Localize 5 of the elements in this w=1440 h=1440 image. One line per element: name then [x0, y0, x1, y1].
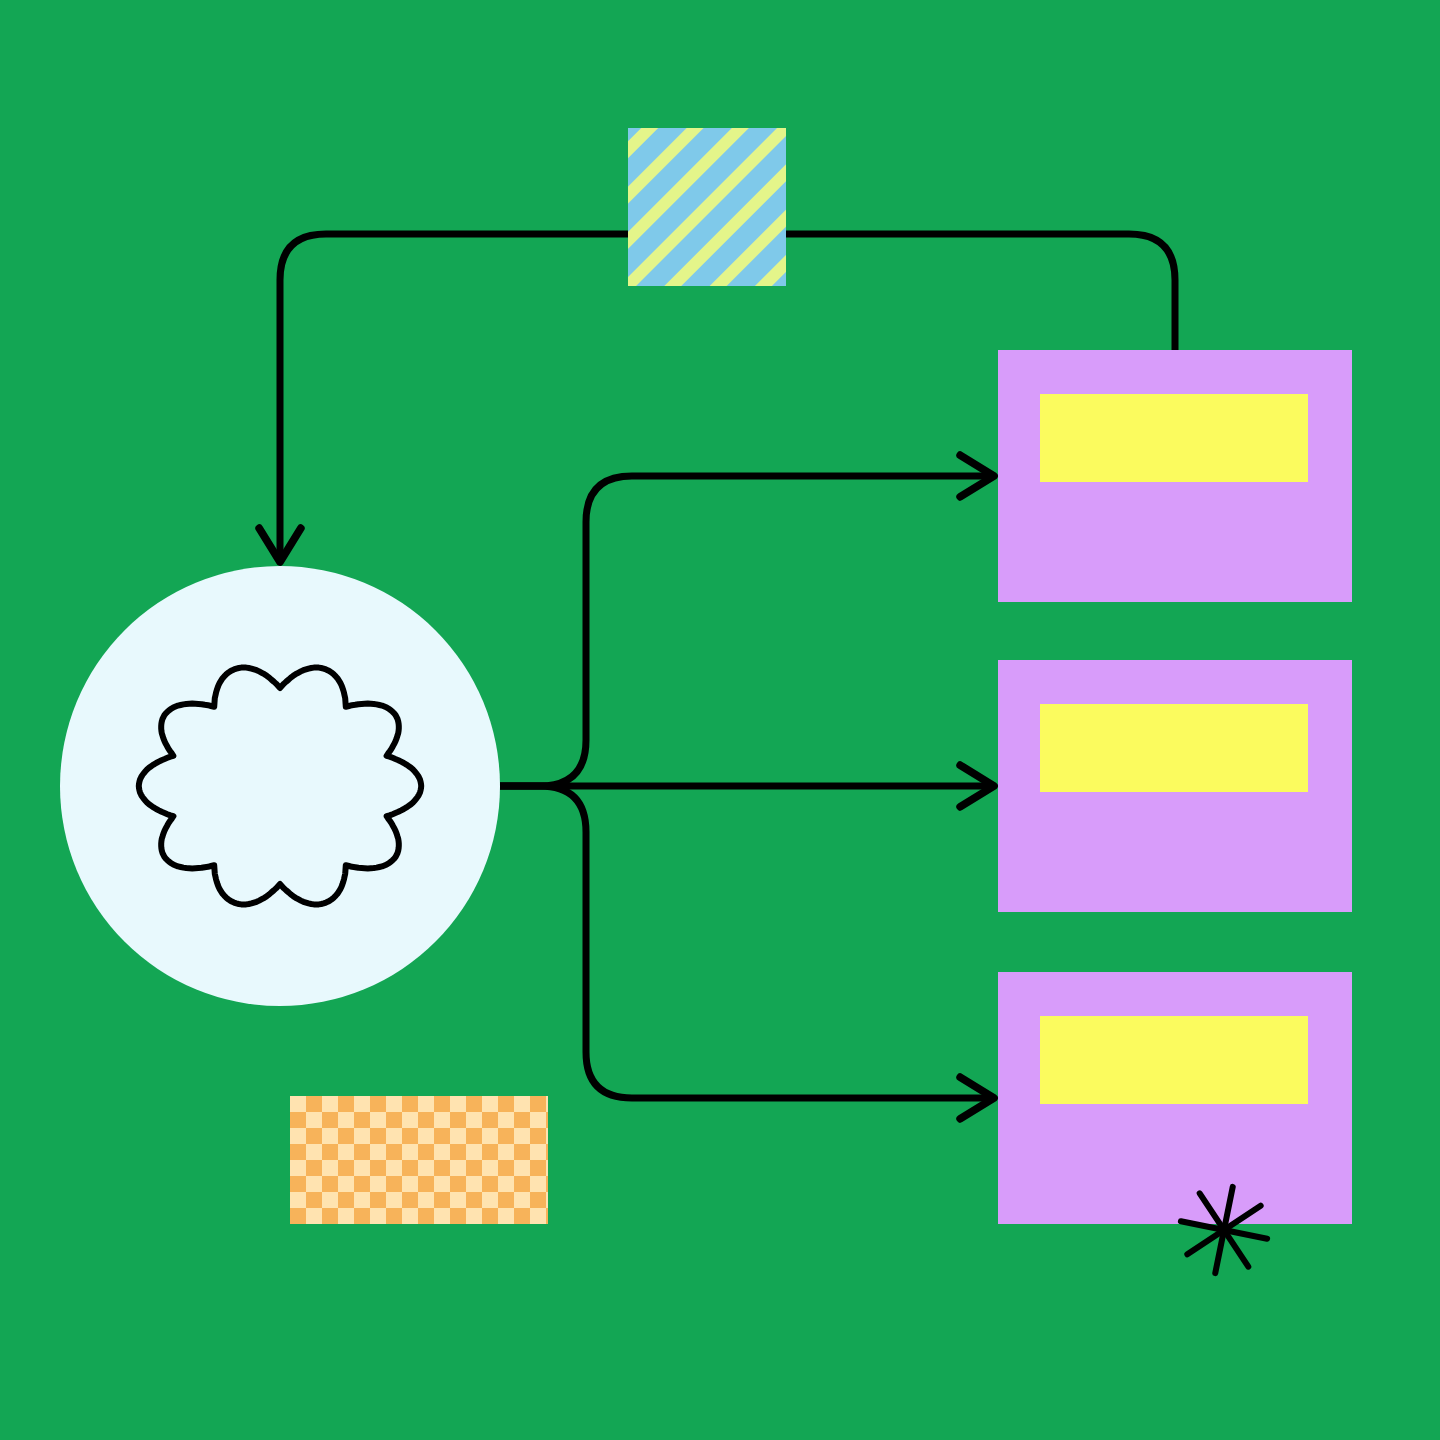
- card: [998, 972, 1352, 1224]
- card: [998, 350, 1352, 602]
- checkered-rectangle: [290, 1096, 548, 1224]
- card: [998, 660, 1352, 912]
- arrow: [500, 782, 998, 1123]
